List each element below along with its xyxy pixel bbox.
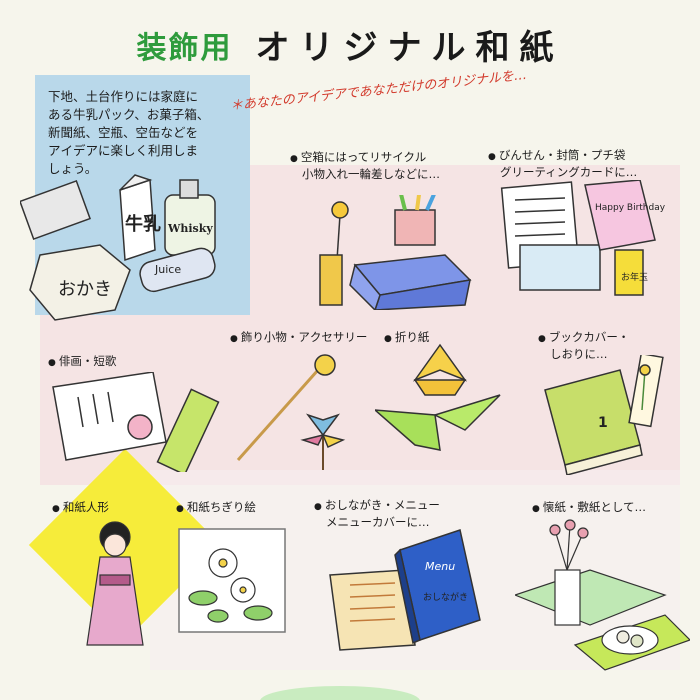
flower-icon [549,524,561,536]
menu-cover-text: Menu [425,560,455,573]
okaki-box-shape [29,244,131,321]
label-letter-line2: グリーティングカードに… [500,165,638,179]
pen-holder-shape [394,209,436,246]
haiku-card-shape [52,372,167,461]
menu-illustration: Menu おしながき [329,529,481,651]
juice-text: Juice [154,263,181,276]
label-origami: ●折り紙 [384,330,430,344]
label-chigiri-text: 和紙ちぎり絵 [186,500,256,514]
bookmark-shape [628,355,664,428]
plate-shape [601,625,659,655]
birthday-card-shape [584,180,656,251]
label-bookcover-line2: しおりに… [550,347,608,361]
vase-shape [554,569,581,626]
label-haiku-text: 俳画・短歌 [58,354,117,368]
intro-text: 下地、土台作りには家庭に ある牛乳パック、お菓子箱、 新聞紙、空瓶、空缶などを … [48,88,246,178]
label-kaishi-text: 懐紙・敷紙として… [542,500,647,514]
label-menu-line2: メニューカバーに… [326,515,430,529]
label-doll-text: 和紙人形 [62,500,109,514]
okaki-text: おかき [58,279,112,300]
intro-line: 新聞紙、空瓶、空缶などを [48,125,199,140]
label-letter-line1: びんせん・封筒・プチ袋 [498,148,626,162]
haiku-illustration [52,372,220,472]
title-main: オリジナル和紙 [255,28,564,68]
label-chigiri: ●和紙ちぎり絵 [176,500,256,514]
hairpin-ornament-icon [314,354,336,376]
bottom-decoration [260,686,420,700]
label-haiku: ●俳画・短歌 [48,354,117,368]
flower-icon [331,201,349,219]
milk-text: 牛乳 [125,213,161,235]
label-doll: ●和紙人形 [52,500,109,514]
whisky-text: Whisky [167,222,213,235]
doll-face-shape [103,533,127,557]
paper-crane-shape [375,409,441,451]
label-letter: ●びんせん・封筒・プチ袋 グリーティングカードに… [488,148,638,179]
label-kaishi: ●懐紙・敷紙として… [532,500,647,514]
juice-can-shape [139,247,216,293]
intro-line: アイデアに楽しく利用しま [48,143,199,158]
book-number-text: 1 [598,415,608,431]
newspaper-shape [20,179,91,241]
label-accessory: ●飾り小物・アクセサリー [230,330,368,344]
label-menu-line1: おしながき・メニュー [324,498,440,512]
label-box: ●空箱にはってリサイクル 小物入れ一輪差しなどに… [290,150,440,181]
kaishi-illustration [515,519,690,671]
origami-helmet-shape [412,343,468,382]
accessory-illustration [236,354,346,470]
bookcover-illustration: 1 [544,355,664,475]
shikishi-paper-shape [515,569,667,626]
title-prefix: 装飾用 [136,30,233,66]
label-box-line2: 小物入れ一輪差しなどに… [302,167,440,181]
birthday-text: Happy Birthday [595,203,666,213]
peony-icon [127,414,153,440]
chigiri-e-illustration [178,528,286,633]
envelope-shape [519,244,601,291]
intro-line: しょう。 [48,161,98,176]
doll-kimono-shape [86,556,144,646]
oshinagaki-text: おしながき [423,591,468,603]
otoshidama-envelope-shape [614,249,644,296]
letter-card-illustration: Happy Birthday お年玉 [500,180,666,296]
tanzaku-shape [156,388,220,472]
oshinagaki-card-shape [329,569,416,651]
label-bookcover: ●ブックカバー・ しおりに… [538,330,630,361]
intro-line: 下地、土台作りには家庭に [48,89,199,104]
otoshidama-text: お年玉 [621,271,648,283]
recycle-items-illustration: 牛乳 Whisky Juice おかき [20,174,216,321]
paper-doll-illustration [86,521,144,646]
label-origami-text: 折り紙 [394,330,430,344]
box-vase-illustration [319,195,472,310]
chigiri-frame-shape [178,528,286,633]
label-box-line1: 空箱にはってリサイクル [300,150,427,164]
origami-illustration [375,343,501,451]
label-bookcover-line1: ブックカバー・ [548,330,630,344]
page-title: 装飾用 オリジナル和紙 [0,20,700,69]
intro-line: ある牛乳パック、お菓子箱、 [48,107,210,122]
hairpin-stick [236,369,320,461]
label-menu: ●おしながき・メニュー メニューカバーに… [314,498,440,529]
bud-vase-shape [319,254,343,306]
pinwheel-icon [305,413,341,437]
leaf-icon [188,590,218,606]
label-accessory-text: 飾り小物・アクセサリー [240,330,368,344]
